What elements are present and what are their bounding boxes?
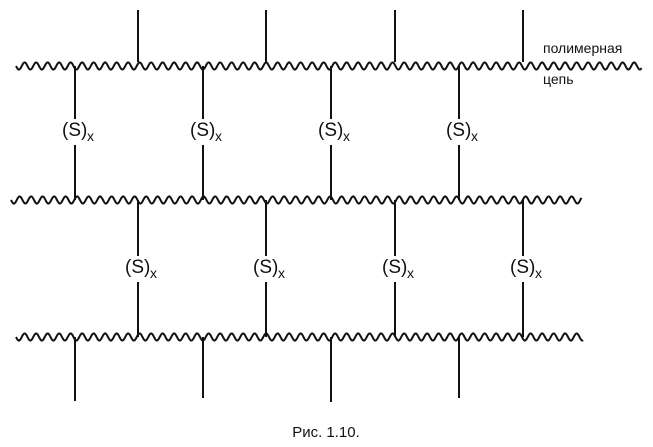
sulfur-bridge-label: (S)x <box>122 256 158 282</box>
sulfur-bridge-subscript: x <box>278 265 285 281</box>
sulfur-bridge-text: (S) <box>446 120 471 141</box>
sulfur-bridge-text: (S) <box>62 120 87 141</box>
sulfur-bridge-label: (S)x <box>315 119 351 145</box>
sulfur-bridge-subscript: x <box>407 265 414 281</box>
label-backing <box>250 256 286 282</box>
sulfur-bridge-subscript: x <box>150 265 157 281</box>
chain-label-line1: полимерная <box>543 40 622 56</box>
sulfur-bridge-label: (S)x <box>443 119 479 145</box>
label-backing <box>507 256 543 282</box>
sulfur-bridge-label: (S)x <box>187 119 223 145</box>
sulfur-bridge-label: (S)x <box>250 256 286 282</box>
polymer-chain-bottom <box>15 332 584 342</box>
figure-caption: Рис. 1.10. <box>292 424 360 441</box>
label-backing <box>187 119 223 145</box>
sulfur-bridge-text: (S) <box>382 257 407 278</box>
label-backing <box>315 119 351 145</box>
sulfur-bridge-label: (S)x <box>379 256 415 282</box>
sulfur-bridge-subscript: x <box>471 128 478 144</box>
polymer-chain-middle <box>10 195 583 205</box>
sulfur-bridge-text: (S) <box>510 257 535 278</box>
sulfur-bridge-label: (S)x <box>507 256 543 282</box>
sulfur-bridge-subscript: x <box>215 128 222 144</box>
sulfur-bridge-text: (S) <box>125 257 150 278</box>
sulfur-bridge-subscript: x <box>87 128 94 144</box>
sulfur-bridge-text: (S) <box>190 120 215 141</box>
sulfur-bridge-text: (S) <box>318 120 343 141</box>
label-backing <box>59 119 95 145</box>
sulfur-bridge-label: (S)x <box>59 119 95 145</box>
polymer-chains <box>10 61 643 342</box>
label-backing <box>443 119 479 145</box>
sulfur-bridge-subscript: x <box>343 128 350 144</box>
sulfur-bridge-text: (S) <box>253 257 278 278</box>
label-backing <box>122 256 158 282</box>
sulfur-bridges: (S)x(S)x(S)x(S)x(S)x(S)x(S)x(S)x <box>59 119 543 282</box>
label-backing <box>379 256 415 282</box>
chain-label-line2: цепь <box>543 71 574 87</box>
sulfur-bridge-subscript: x <box>535 265 542 281</box>
polymer-chain-top <box>15 61 643 71</box>
